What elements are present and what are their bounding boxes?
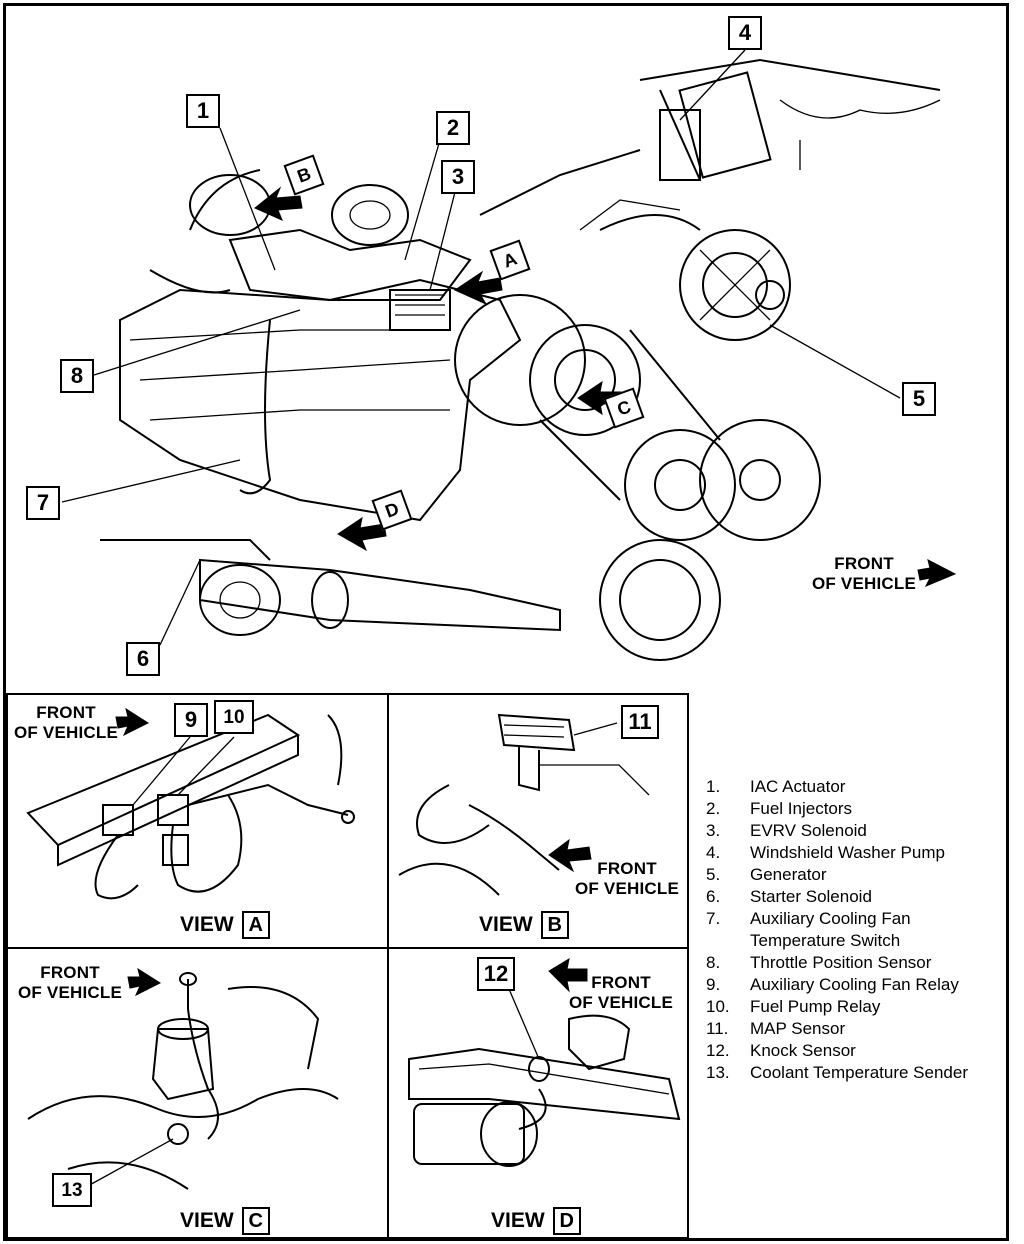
legend-number: 2.: [706, 799, 721, 818]
callout-5: 5: [902, 382, 936, 416]
callout-7: 7: [26, 486, 60, 520]
legend-item: Temperature Switch: [706, 930, 1006, 952]
legend-item: 9. Auxiliary Cooling Fan Relay: [706, 974, 1006, 996]
view-d-label: VIEW D: [491, 1207, 581, 1235]
legend-text: MAP Sensor: [750, 1019, 846, 1038]
front-label-line2: OF VEHICLE: [575, 879, 680, 898]
diagram-frame: [3, 3, 1009, 1241]
front-of-vehicle-d: FRONT OF VEHICLE: [569, 973, 673, 1013]
view-word: VIEW: [479, 913, 533, 936]
legend-text: Windshield Washer Pump: [750, 843, 945, 862]
front-label-line1: FRONT: [834, 554, 894, 573]
legend-text: Generator: [750, 865, 827, 884]
front-of-vehicle-a: FRONT OF VEHICLE: [14, 703, 118, 743]
component-legend: 1. IAC Actuator 2. Fuel Injectors 3. EVRV Sol…: [706, 776, 1006, 1084]
legend-text: Knock Sensor: [750, 1041, 856, 1060]
view-c-illustration: [27, 967, 339, 1190]
view-word: VIEW: [180, 1209, 234, 1232]
legend-item: 1. IAC Actuator: [706, 776, 1006, 798]
view-letter: D: [552, 1207, 581, 1235]
callout-10: 10: [214, 700, 254, 734]
legend-item: 11. MAP Sensor: [706, 1018, 1006, 1040]
view-d-illustration: [408, 957, 681, 1167]
legend-text: Auxiliary Cooling Fan: [750, 909, 911, 928]
view-letter: B: [540, 911, 569, 939]
front-label-line1: FRONT: [36, 703, 96, 722]
front-label-line2: OF VEHICLE: [18, 983, 123, 1002]
legend-item: 12. Knock Sensor: [706, 1040, 1006, 1062]
callout-2: 2: [436, 111, 470, 145]
legend-item: 10. Fuel Pump Relay: [706, 996, 1006, 1018]
legend-number: 7.: [706, 909, 721, 928]
view-b-illustration: [398, 713, 650, 896]
callout-13: 13: [52, 1173, 92, 1207]
legend-item: 2. Fuel Injectors: [706, 798, 1006, 820]
view-b-panel: 11 FRONT OF VEHICLE VIEW B: [387, 693, 689, 949]
legend-item: 13. Coolant Temperature Sender: [706, 1062, 1006, 1084]
legend-number: 13.: [706, 1063, 730, 1082]
callout-12: 12: [477, 957, 515, 991]
view-b-label: VIEW B: [479, 911, 569, 939]
view-d-panel: 12 FRONT OF VEHICLE VIEW D: [387, 947, 689, 1239]
legend-number: 9.: [706, 975, 721, 994]
legend-number: 1.: [706, 777, 721, 796]
view-letter: A: [241, 911, 270, 939]
legend-text: Starter Solenoid: [750, 887, 872, 906]
callout-4: 4: [728, 16, 762, 50]
legend-number: 4.: [706, 843, 721, 862]
callout-9: 9: [174, 703, 208, 737]
front-label-line1: FRONT: [591, 973, 651, 992]
view-letter: C: [241, 1207, 270, 1235]
legend-text: EVRV Solenoid: [750, 821, 867, 840]
legend-number: 5.: [706, 865, 721, 884]
legend-item: 7. Auxiliary Cooling Fan: [706, 908, 1006, 930]
front-label-line1: FRONT: [40, 963, 100, 982]
legend-number: 3.: [706, 821, 721, 840]
front-of-vehicle-c: FRONT OF VEHICLE: [18, 963, 122, 1003]
legend-text: Fuel Pump Relay: [750, 997, 881, 1016]
legend-number: 8.: [706, 953, 721, 972]
engine-illustration: [61, 49, 957, 661]
view-a-illustration: [26, 707, 355, 900]
front-label-line2: OF VEHICLE: [569, 993, 674, 1012]
legend-item: 4. Windshield Washer Pump: [706, 842, 1006, 864]
callout-11: 11: [621, 705, 659, 739]
legend-number: 6.: [706, 887, 721, 906]
legend-text: Fuel Injectors: [750, 799, 853, 818]
front-of-vehicle-b: FRONT OF VEHICLE: [575, 859, 679, 899]
front-of-vehicle-main: FRONT OF VEHICLE: [812, 554, 916, 594]
front-label-line1: FRONT: [597, 859, 657, 878]
view-a-label: VIEW A: [180, 911, 270, 939]
legend-item: 8. Throttle Position Sensor: [706, 952, 1006, 974]
legend-number: 10.: [706, 997, 730, 1016]
callout-8: 8: [60, 359, 94, 393]
legend-text: Auxiliary Cooling Fan Relay: [750, 975, 959, 994]
legend-item: 3. EVRV Solenoid: [706, 820, 1006, 842]
view-c-label: VIEW C: [180, 1207, 270, 1235]
view-word: VIEW: [180, 913, 234, 936]
legend-text: Throttle Position Sensor: [750, 953, 932, 972]
legend-item: 5. Generator: [706, 864, 1006, 886]
callout-1: 1: [186, 94, 220, 128]
front-label-line2: OF VEHICLE: [812, 574, 917, 593]
view-c-panel: FRONT OF VEHICLE 13 VIEW C: [6, 947, 389, 1239]
legend-text: IAC Actuator: [750, 777, 846, 796]
view-word: VIEW: [491, 1209, 545, 1232]
legend-number: 12.: [706, 1041, 730, 1060]
front-label-line2: OF VEHICLE: [14, 723, 119, 742]
legend-number: [706, 930, 750, 952]
callout-3: 3: [441, 160, 475, 194]
view-a-panel: FRONT OF VEHICLE 9 10 VIEW A: [6, 693, 389, 949]
callout-6: 6: [126, 642, 160, 676]
legend-item: 6. Starter Solenoid: [706, 886, 1006, 908]
legend-number: 11.: [706, 1019, 729, 1038]
legend-text: Temperature Switch: [750, 931, 901, 950]
legend-text: Coolant Temperature Sender: [750, 1063, 968, 1082]
